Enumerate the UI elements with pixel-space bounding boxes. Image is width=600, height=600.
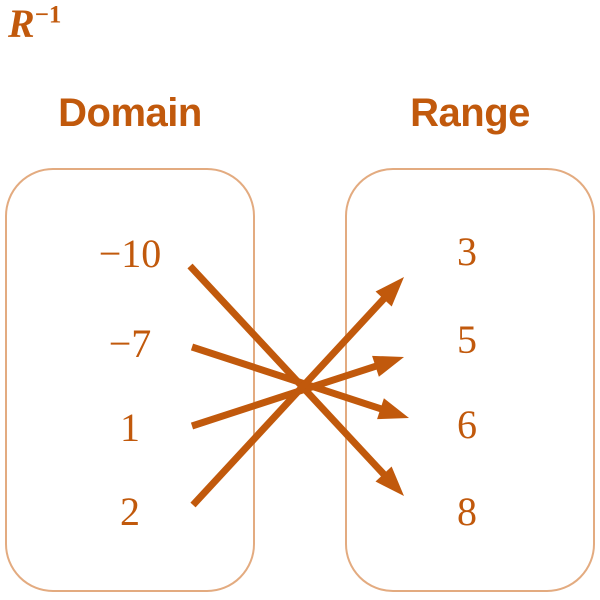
range-element-1: 5 <box>457 317 477 362</box>
domain-element-3: 2 <box>120 489 140 534</box>
range-element-0: 3 <box>457 229 477 274</box>
domain-element-1: −7 <box>108 321 152 366</box>
range-element-3: 8 <box>457 489 477 534</box>
range-heading: Range <box>410 91 530 135</box>
domain-heading: Domain <box>58 91 202 135</box>
range-element-2: 6 <box>457 402 477 447</box>
relation-title-base: R <box>8 1 35 46</box>
domain-element-2: 1 <box>120 405 140 450</box>
domain-element-0: −10 <box>98 231 162 276</box>
relation-title-exponent: −1 <box>34 1 62 29</box>
relation-title: R−1 <box>8 1 62 46</box>
